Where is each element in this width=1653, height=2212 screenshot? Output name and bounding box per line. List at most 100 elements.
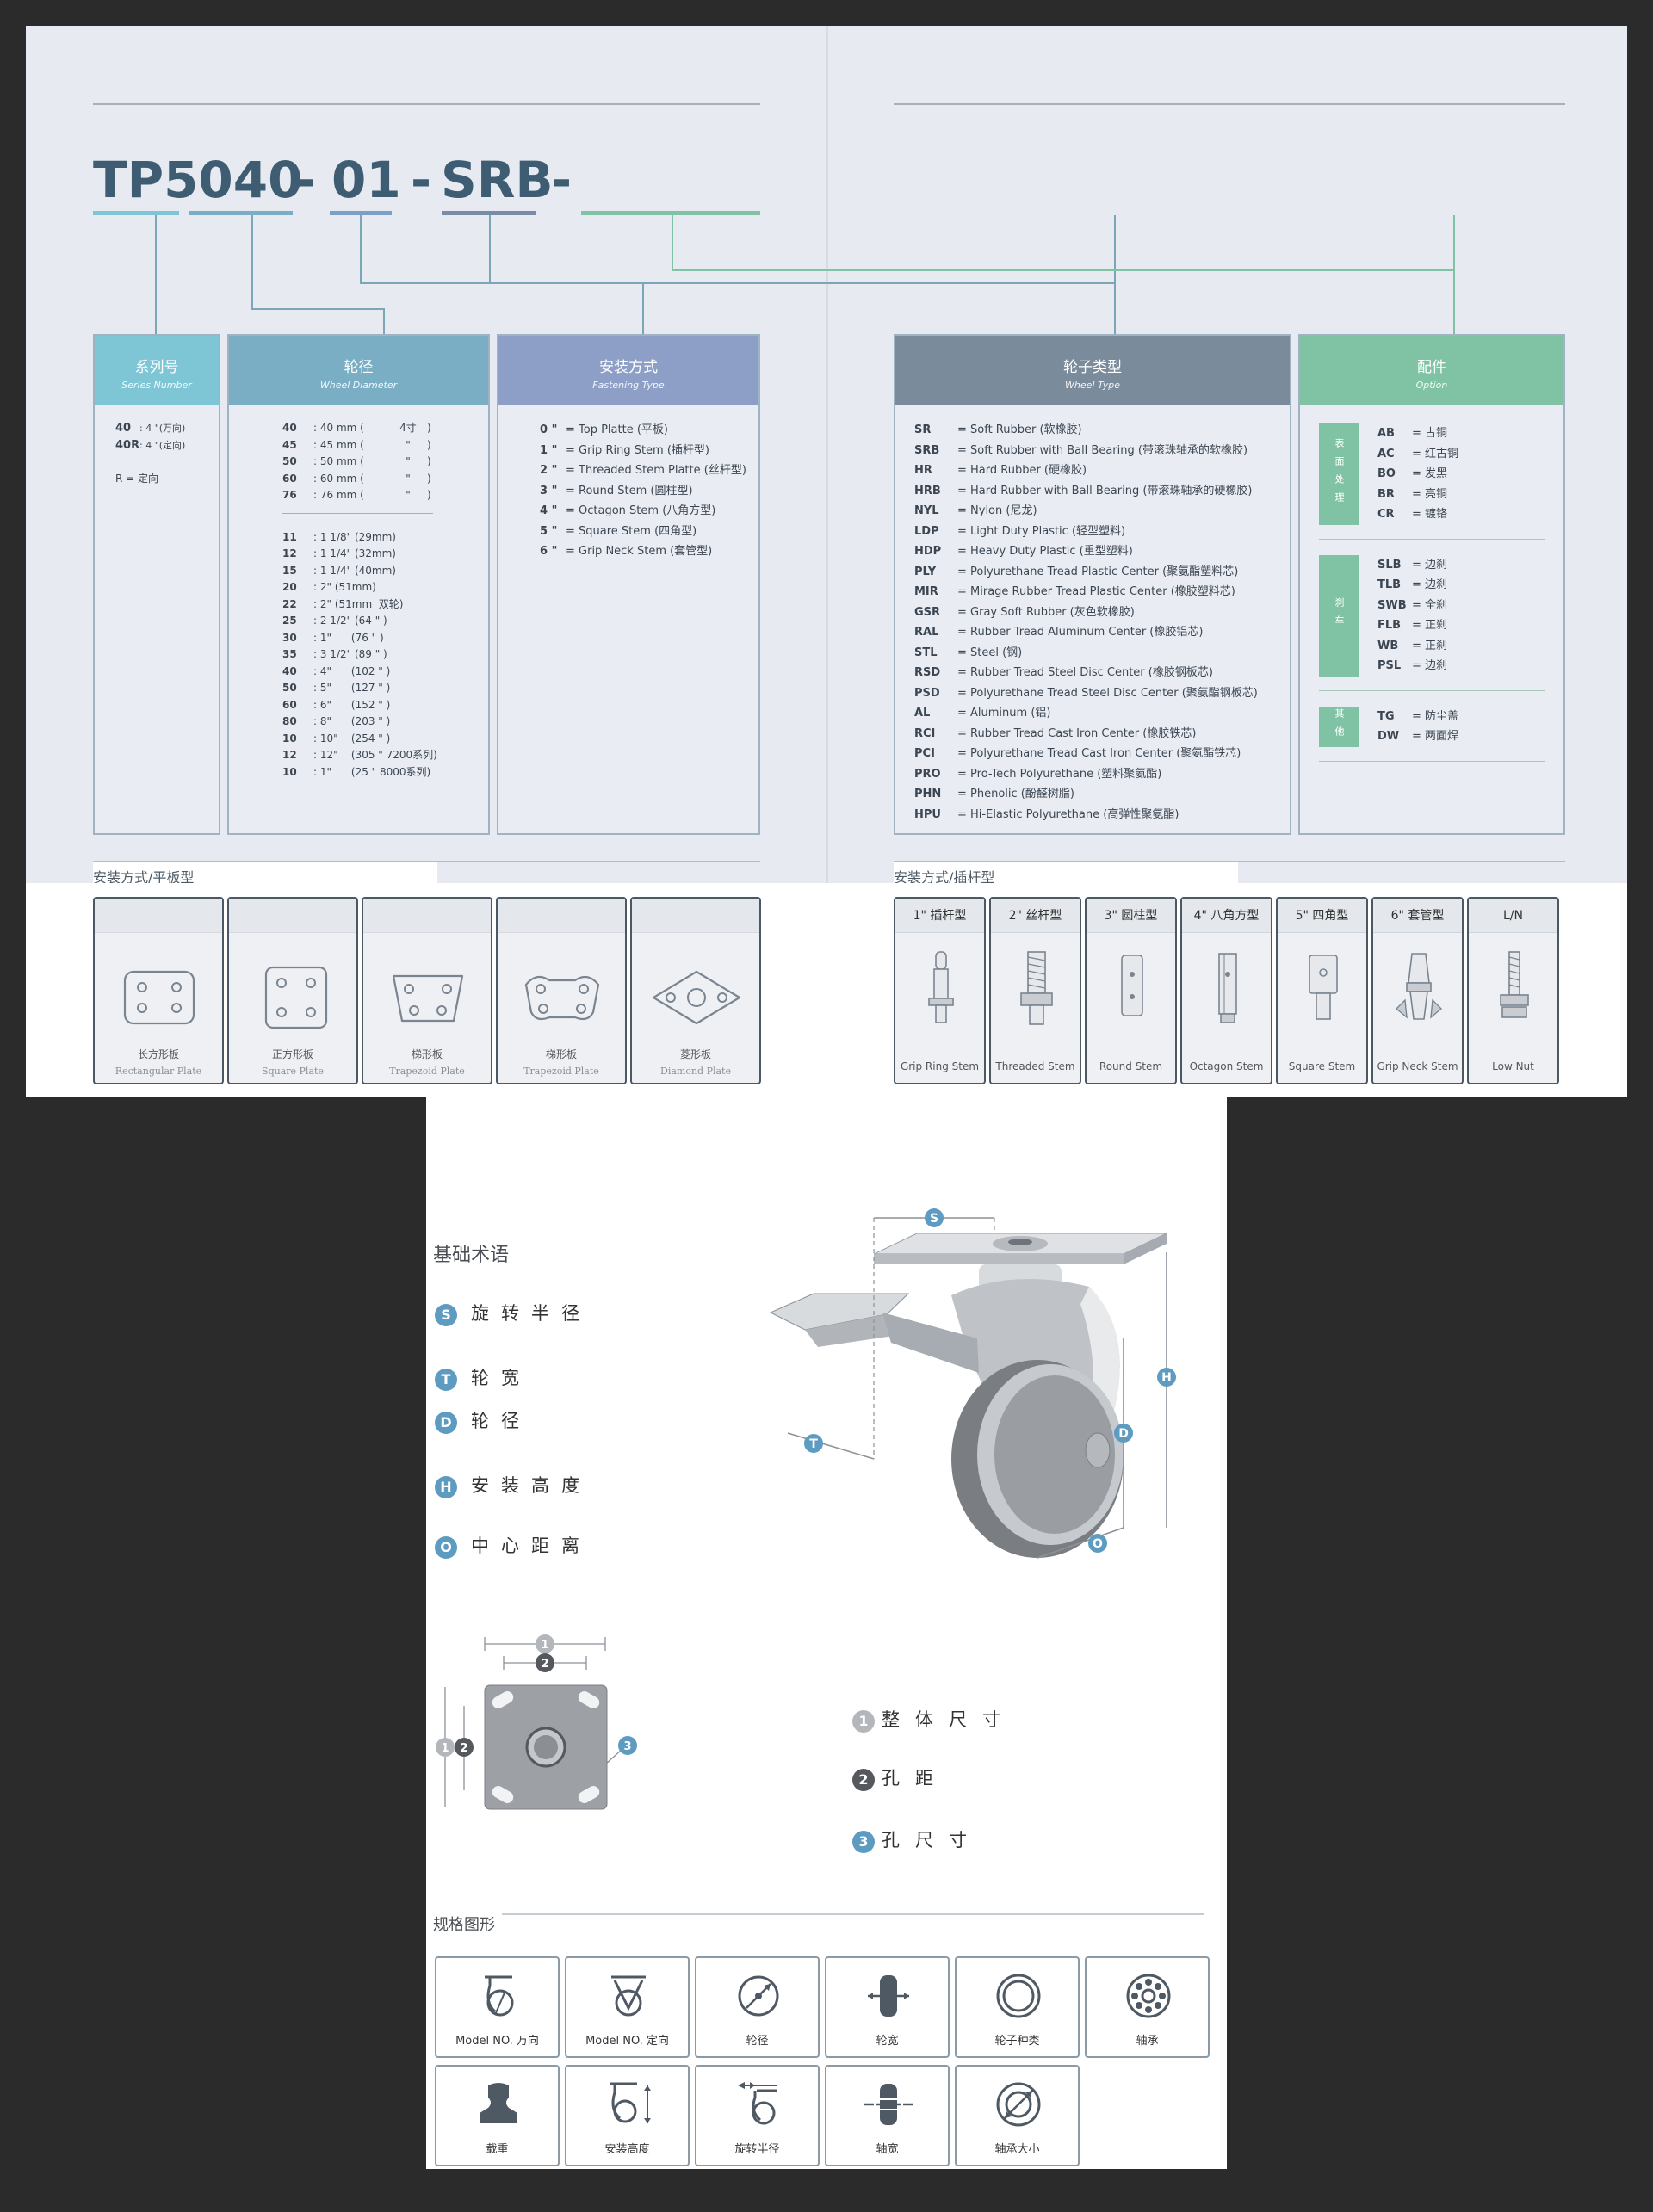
model-wheel: SRB: [441, 151, 554, 209]
fastening-row: 2 "= Threaded Stem Platte (丝杆型): [540, 464, 746, 477]
spec-icon-label: Model NO. 定向: [585, 2035, 669, 2048]
term-text: 旋转半径: [471, 1303, 591, 1324]
stem-shape-icon: [1393, 948, 1445, 1026]
stem-card-label: Grip Ring Stem: [900, 1060, 980, 1072]
stem-card-head: 2" 丝杆型: [991, 899, 1080, 933]
underline-option: [581, 211, 760, 215]
wheel-type-row: PHN= Phenolic (酚醛树脂): [914, 788, 1074, 800]
underline-series: [93, 211, 179, 215]
wheel-type-row: HRB= Hard Rubber with Ball Bearing (带滚珠轴…: [914, 484, 1253, 497]
wheel-type-row: STL= Steel (钢): [914, 646, 1023, 659]
diameter-inch-row: 20: 2" (51mm): [282, 581, 376, 593]
stem-shape-icon: [1011, 948, 1062, 1026]
option-group-tag: 刹车: [1319, 554, 1359, 677]
wheel-type-row: RSD= Rubber Tread Steel Disc Center (橡胶钢…: [914, 666, 1213, 679]
plate-card-cn: 梯形板: [411, 1048, 443, 1060]
plate-card-en: Trapezoid Plate: [389, 1066, 465, 1077]
option-row: WB= 正刹: [1378, 639, 1448, 652]
spec-icon-card: 轮宽: [825, 1956, 950, 2058]
spec-icon-label: 轮宽: [876, 2035, 899, 2048]
wheel-type-row: HPU= Hi-Elastic Polyurethane (高弹性聚氨酯): [914, 807, 1179, 821]
spec-icon-card: 轮径: [695, 1956, 820, 2058]
stem-card-label: Square Stem: [1288, 1060, 1356, 1072]
diameter-divider: [282, 512, 433, 514]
term-letter-badge: O: [435, 1535, 457, 1559]
spec-icon-label: 安装高度: [604, 2143, 650, 2156]
diameter-inch-row: 10: 10" (254 " ): [282, 732, 391, 745]
diameter-inch-row: 11: 1 1/8" (29mm): [282, 530, 396, 543]
option-row: SWB= 全刹: [1378, 598, 1448, 612]
wheel-title-en: Wheel Type: [1065, 380, 1120, 391]
plate-shape-icon: [99, 950, 220, 1045]
spec-icon-label: 载重: [486, 2143, 509, 2156]
diameter-panel-header: 轮径 Wheel Diameter: [229, 336, 488, 405]
stem-card-head: 3" 圆柱型: [1087, 899, 1175, 933]
stem-card-label: Low Nut: [1492, 1060, 1534, 1072]
spec-icon-card: 安装高度: [565, 2065, 690, 2166]
term-text: 中心距离: [471, 1535, 591, 1556]
plate-term-text: 孔距: [882, 1768, 949, 1789]
spec-icon-card: 轴承大小: [955, 2065, 1080, 2166]
stem-shape-icon: [1202, 948, 1254, 1026]
term-text: 安装高度: [471, 1475, 591, 1496]
term-text: 轮宽: [471, 1368, 531, 1388]
series-row: 40: 4 "(万向): [115, 422, 186, 435]
diameter-inch-row: 40: 4" (102 " ): [282, 664, 391, 677]
plate-card-cn: 正方形板: [271, 1048, 313, 1060]
option-row: DW= 两面焊: [1378, 730, 1459, 743]
underline-wheel: [442, 211, 536, 215]
option-row: AC= 红古铜: [1378, 447, 1459, 460]
page-fold: [826, 26, 828, 1097]
diameter-mm-row: 45: 45 mm ("): [282, 438, 431, 451]
fastening-row: 6 "= Grip Neck Stem (套管型): [540, 545, 713, 558]
plate-card-en: Trapezoid Plate: [523, 1066, 599, 1077]
plate-term-text: 孔尺寸: [882, 1830, 982, 1851]
diameter-mm-row: 76: 76 mm ("): [282, 489, 431, 501]
stem-card-label: Grip Neck Stem: [1377, 1060, 1458, 1072]
plate-shape-icon: [368, 950, 488, 1045]
diameter-title-en: Wheel Diameter: [319, 380, 398, 391]
plate-section-title: 安装方式/平板型: [93, 862, 437, 886]
term-letter-badge: T: [435, 1368, 457, 1391]
option-row: PSL= 边刹: [1378, 659, 1448, 672]
diameter-inch-row: 35: 3 1/2" (89 " ): [282, 648, 387, 660]
spec-icon: [596, 2079, 661, 2130]
option-row: BO= 发黑: [1378, 467, 1448, 480]
spec-icon: [1116, 1970, 1181, 2022]
diameter-inch-row: 60: 6" (152 " ): [282, 698, 391, 711]
spec-icon: [986, 1970, 1051, 2022]
top-plate: [874, 1254, 1124, 1264]
terms-title: 基础术语: [433, 1245, 510, 1266]
wheel-type-row: PCI= Polyurethane Tread Cast Iron Center…: [914, 747, 1241, 760]
stem-section-title: 安装方式/插杆型: [894, 862, 1238, 886]
diameter-inch-row: 22: 2" (51mm 双轮): [282, 597, 404, 610]
underline-series2: [189, 211, 293, 215]
dim-h: H: [1161, 1371, 1172, 1385]
plate-card-en: Diamond Plate: [660, 1066, 731, 1077]
plate-term-text: 整体尺寸: [882, 1709, 1016, 1730]
diameter-panel: 轮径 Wheel Diameter 40: 40 mm (4寸)45: 45 m…: [227, 334, 490, 835]
series-title-cn: 系列号: [134, 359, 179, 376]
dim-s: S: [930, 1212, 938, 1226]
wheel-title-cn: 轮子类型: [1063, 359, 1122, 376]
fastening-row: 1 "= Grip Ring Stem (插杆型): [540, 443, 709, 457]
series-panel: 系列号 Series Number 40: 4 "(万向) 40R: 4 "(定…: [93, 334, 220, 835]
option-title-en: Option: [1415, 380, 1448, 391]
stem-shape-icon: [1489, 948, 1540, 1026]
option-row: CR= 镀铬: [1378, 508, 1448, 521]
term-item: O 中心距离: [435, 1532, 591, 1559]
diameter-inch-row: 12: 12" (305 " 7200系列): [282, 749, 437, 761]
option-row: AB= 古铜: [1378, 427, 1448, 440]
series-panel-header: 系列号 Series Number: [95, 336, 219, 405]
caster-diagram: S H D T O: [769, 1208, 1176, 1559]
catalog-spread: TP5040 - 01 - SRB - 系列号 Series Number 40…: [26, 26, 1627, 1097]
